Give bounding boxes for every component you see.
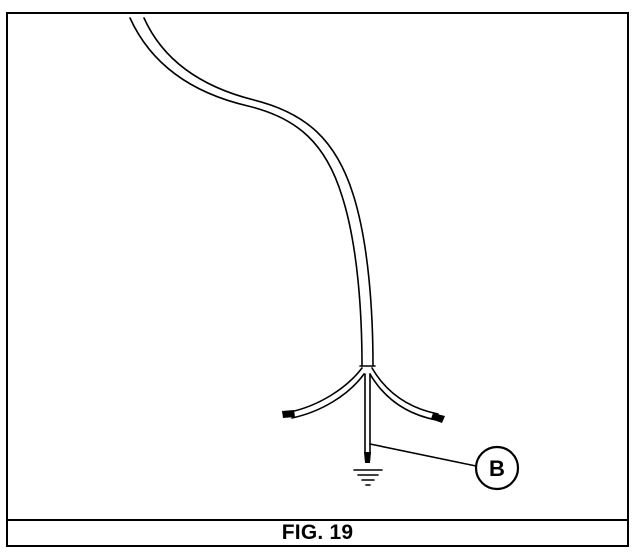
right-wire-tip — [431, 413, 445, 423]
cable-outline-left — [129, 17, 363, 367]
callout-label: B — [489, 456, 505, 481]
left-wire-tip — [282, 410, 295, 418]
figure-frame: B FIG. 19 — [6, 12, 629, 547]
left-conductor — [291, 373, 365, 419]
right-conductor — [369, 373, 437, 421]
figure-caption: FIG. 19 — [8, 519, 627, 545]
callout-leader — [369, 443, 477, 467]
cable-outline-right — [143, 17, 374, 367]
callout-circle — [474, 445, 520, 491]
ground-wire-tip — [364, 452, 371, 463]
left-conductor — [289, 367, 363, 413]
figure-illustration: B — [8, 14, 627, 519]
right-conductor — [371, 367, 439, 415]
cable-diagram: B — [129, 17, 520, 491]
